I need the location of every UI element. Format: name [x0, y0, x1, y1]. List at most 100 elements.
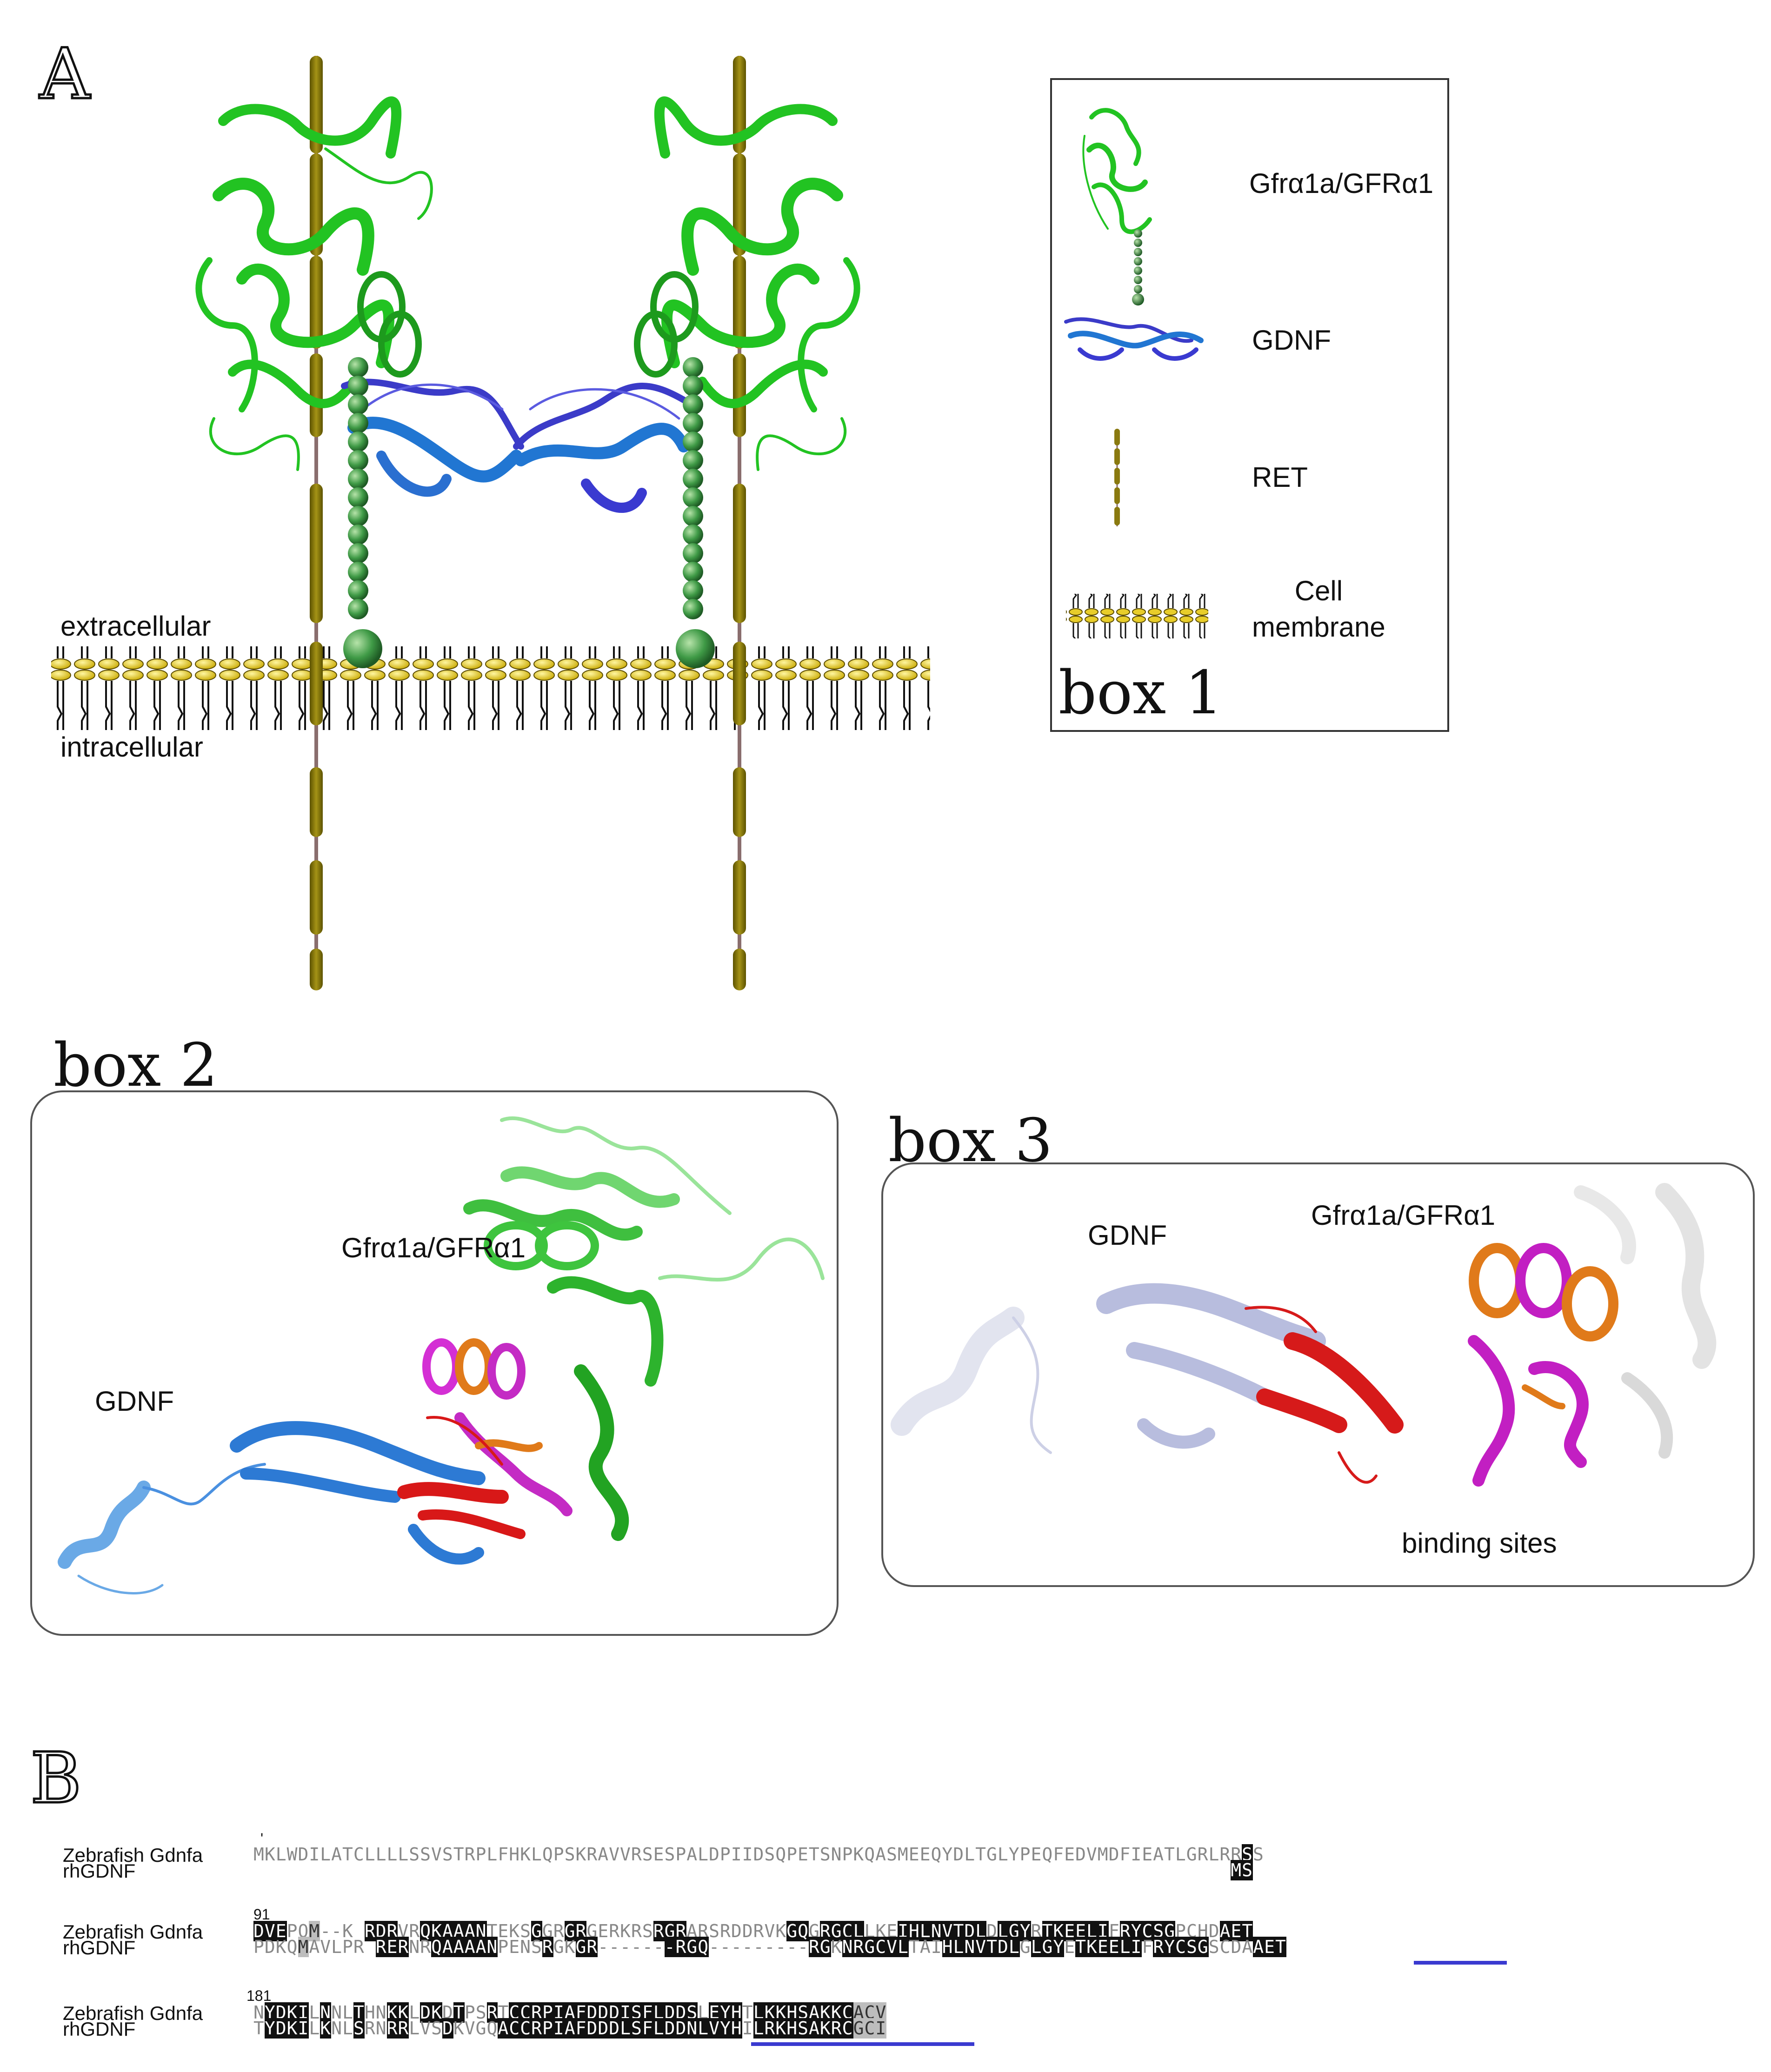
box1-legend-icons [1064, 108, 1208, 638]
residue-segment: LVYH [698, 2018, 742, 2039]
residue-segment: N [320, 2002, 332, 2023]
residue-segment: RN [364, 2018, 387, 2039]
residue-segment: --------- [709, 1937, 809, 1957]
panel-b-letter: B [29, 1738, 82, 1819]
residue-segment: PS [464, 2002, 487, 2023]
block-1-species-rh: rhGDNF [63, 1860, 136, 1882]
gfra1-ribbon-icon [1082, 108, 1152, 305]
residue-segment: F [1108, 1921, 1120, 1941]
residue-segment: R [542, 1937, 553, 1957]
extracellular-label: extracellular [60, 611, 211, 642]
block-3-rh-sequence: TYDKILKNLSRNRRLVSDKVGQACCRPIAFDDDLSFLDDN… [253, 2018, 887, 2039]
block-1-zebrafish-sequence: MKLWDILATCLLLLSSVSTRPLFHKLQPSKRAVVRSESPA… [253, 1844, 1264, 1865]
residue-segment: ------ [598, 1937, 665, 1957]
box3-gfra1-ribbon [1468, 1183, 1717, 1487]
legend-gfra1-label: Gfrα1a/GFRα1 [1249, 168, 1434, 199]
residue-segment: D [442, 2002, 453, 2023]
residue-segment: GCI [853, 2018, 887, 2039]
residue-segment: HLNVTDL [942, 1937, 1020, 1957]
residue-segment: AET [1253, 1937, 1286, 1957]
block-2-binding-site-underline [1414, 1961, 1507, 1965]
block-1-rh-sequence: MS [253, 1860, 1253, 1880]
residue-segment: S [353, 2018, 365, 2039]
residue-segment: M [309, 1921, 320, 1941]
residue-segment: RG [809, 1937, 831, 1957]
gfra1-linker-beads-right [676, 357, 715, 668]
panel-a-letter: A [38, 34, 91, 115]
cell-membrane-bilayer [51, 646, 930, 730]
residue-segment: NL [331, 2002, 353, 2023]
box1-title: box 1 [1059, 658, 1223, 728]
box3-binding-sites-caption: binding sites [1402, 1527, 1557, 1559]
residue-segment: L [309, 2002, 320, 2023]
residue-segment: SCDA [1208, 1937, 1253, 1957]
box2-gdnf-label: GDNF [95, 1386, 174, 1417]
residue-segment: NR [409, 1937, 432, 1957]
residue-segment: TKEELI [1075, 1937, 1142, 1957]
box1-legend: Gfrα1a/GFRα1 GDNF RET Cell membrane box … [1050, 78, 1449, 732]
box3-binding-sites-ribbon [891, 1183, 1717, 1487]
residue-segment: --K [320, 1921, 365, 1941]
residue-segment: DVE [253, 1921, 287, 1941]
gfra1-linker-beads-left [343, 357, 382, 668]
gfra1-right-ribbon [634, 96, 860, 471]
residue-segment: GERKRS [586, 1921, 653, 1941]
gdnf-gfra1-ret-complex-diagram [51, 56, 930, 990]
residue-segment: LRKHSAKRC [753, 2018, 853, 2039]
gdnf-dimer-ribbon [341, 379, 690, 513]
residue-segment: RR [386, 2018, 409, 2039]
residue-segment: T [742, 2002, 753, 2023]
residue-segment: G [1019, 1937, 1031, 1957]
residue-segment: N [253, 2002, 265, 2023]
residue-segment: D [986, 1921, 998, 1941]
residue-segment: RER [375, 1937, 409, 1957]
residue-segment: L [409, 2002, 420, 2023]
residue-segment: NL [331, 2018, 353, 2039]
box3-title: box 3 [888, 1106, 1053, 1175]
residue-segment: T [353, 2002, 365, 2023]
residue-segment: DK [420, 2002, 443, 2023]
block-2-species-rh: rhGDNF [63, 1937, 136, 1959]
residue-segment: YDKI [264, 2018, 309, 2039]
residue-segment: K [320, 2018, 332, 2039]
residue-segment: E [1064, 1937, 1076, 1957]
residue-segment: KVGQ [453, 2018, 498, 2039]
block-1-start-marker: ' [260, 1830, 264, 1847]
residue-segment: T [498, 2002, 509, 2023]
box2-title: box 2 [53, 1031, 218, 1100]
residue-segment: GQ [786, 1921, 809, 1941]
residue-segment: -RGQ [664, 1937, 709, 1957]
box3-gdnf-label: GDNF [1088, 1220, 1167, 1251]
residue-segment: TAI [908, 1937, 942, 1957]
box2-panel: Gfrα1a/GFRα1 GDNF [30, 1090, 839, 1636]
ret-receptor-right [733, 56, 746, 990]
residue-segment: QAAAAN [431, 1937, 498, 1957]
gfra1-left-ribbon [195, 96, 433, 471]
residue-segment: AVLPR [309, 1937, 376, 1957]
residue-segment: I [742, 2018, 753, 2039]
residue-segment: G [531, 1921, 542, 1941]
residue-segment: K [831, 1937, 842, 1957]
block-1-species-zebrafish: Zebrafish Gdnfa [63, 1844, 203, 1866]
box2-gfra1-label: Gfrα1a/GFRα1 [341, 1232, 526, 1263]
ret-rod-icon [1114, 429, 1120, 526]
box2-gfra1-ribbon [463, 1116, 825, 1541]
residue-segment: LVS [409, 2018, 443, 2039]
residue-segment: M [298, 1937, 309, 1957]
residue-segment: T [453, 2002, 465, 2023]
legend-membrane-label: Cell membrane [1252, 575, 1385, 643]
residue-segment: T [253, 2018, 265, 2039]
block-2-start-number: 91 [253, 1906, 270, 1923]
residue-segment: F [1142, 1937, 1153, 1957]
residue-segment: CCRPIAFDDDLSFLDDN [509, 2018, 698, 2039]
residue-segment: MS [1231, 1860, 1253, 1880]
block-2-species-zebrafish: Zebrafish Gdnfa [63, 1921, 203, 1943]
residue-segment: HN [364, 2002, 387, 2023]
legend-gdnf-label: GDNF [1252, 325, 1331, 356]
residue-segment: GR [575, 1937, 598, 1957]
residue-segment: L [698, 2002, 709, 2023]
box3-gdnf-ribbon [891, 1283, 1404, 1484]
gdnf-ribbon-icon [1064, 317, 1204, 361]
box2-binding-helices [422, 1338, 573, 1516]
